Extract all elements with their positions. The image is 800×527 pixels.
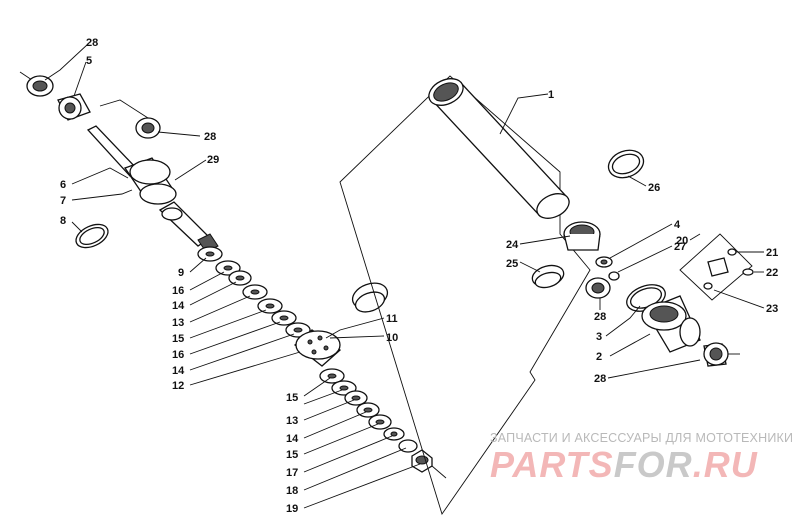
bushing-28-lower	[585, 277, 611, 299]
label-25: 25	[506, 258, 518, 270]
label-16-a: 16	[172, 285, 184, 297]
body-tube-1	[428, 78, 570, 219]
label-28-d: 28	[594, 373, 606, 385]
label-13-a: 13	[172, 317, 184, 329]
label-6: 6	[60, 179, 66, 191]
oring-8	[75, 223, 109, 249]
label-7: 7	[60, 195, 66, 207]
band-25	[531, 264, 565, 289]
watermark-logo-parts: PARTS	[490, 444, 614, 485]
watermark-tagline: ЗАПЧАСТИ И АКСЕССУАРЫ ДЛЯ МОТОТЕХНИКИ	[490, 431, 794, 445]
label-15-c: 15	[286, 449, 298, 461]
label-4: 4	[674, 219, 681, 231]
label-19: 19	[286, 503, 298, 515]
piston-10	[293, 329, 342, 367]
label-15-b: 15	[286, 392, 298, 404]
callout-labels: 28 5 28 29 6 7 8 9 16 14 13 15 16 14 12 …	[60, 37, 778, 515]
body-head-2	[641, 295, 701, 353]
label-28-a: 28	[86, 37, 98, 49]
label-29: 29	[207, 154, 219, 166]
bushing-28-mid	[135, 117, 161, 139]
label-5: 5	[86, 55, 92, 67]
label-12: 12	[172, 380, 184, 392]
label-14-c: 14	[286, 433, 299, 445]
label-10: 10	[386, 332, 398, 344]
label-14-b: 14	[172, 365, 185, 377]
watermark-logo-for: FOR	[613, 444, 693, 485]
label-24: 24	[506, 239, 519, 251]
label-15-a: 15	[172, 333, 184, 345]
label-28-c: 28	[594, 311, 606, 323]
label-27: 27	[674, 241, 686, 253]
label-3: 3	[596, 331, 602, 343]
label-14-a: 14	[172, 300, 185, 312]
watermark-logo: PARTSFOR.RU	[490, 444, 790, 486]
shock-shaft-assembly	[19, 71, 447, 479]
label-16-b: 16	[172, 349, 184, 361]
label-20: 20	[676, 235, 688, 247]
piston-band-11	[351, 282, 389, 313]
label-21: 21	[766, 247, 778, 259]
label-23: 23	[766, 303, 778, 315]
label-18: 18	[286, 485, 298, 497]
label-2: 2	[596, 351, 602, 363]
label-8: 8	[60, 215, 66, 227]
label-9: 9	[178, 267, 184, 279]
label-17: 17	[286, 467, 298, 479]
leader-lines	[44, 43, 765, 509]
label-26: 26	[648, 182, 660, 194]
eye-bushing-5	[57, 93, 91, 121]
ring-26	[607, 149, 645, 179]
bushing-28-bottom	[703, 342, 740, 367]
shaft-cap-7	[123, 157, 177, 205]
label-11: 11	[386, 313, 398, 325]
label-13-b: 13	[286, 415, 298, 427]
label-28-b: 28	[204, 131, 216, 143]
cap-24	[563, 221, 601, 251]
shock-body-assembly	[339, 75, 754, 516]
watermark-logo-ru: .RU	[692, 444, 758, 485]
bushing-28-top	[26, 75, 54, 97]
label-22: 22	[766, 267, 778, 279]
label-1: 1	[548, 89, 554, 101]
